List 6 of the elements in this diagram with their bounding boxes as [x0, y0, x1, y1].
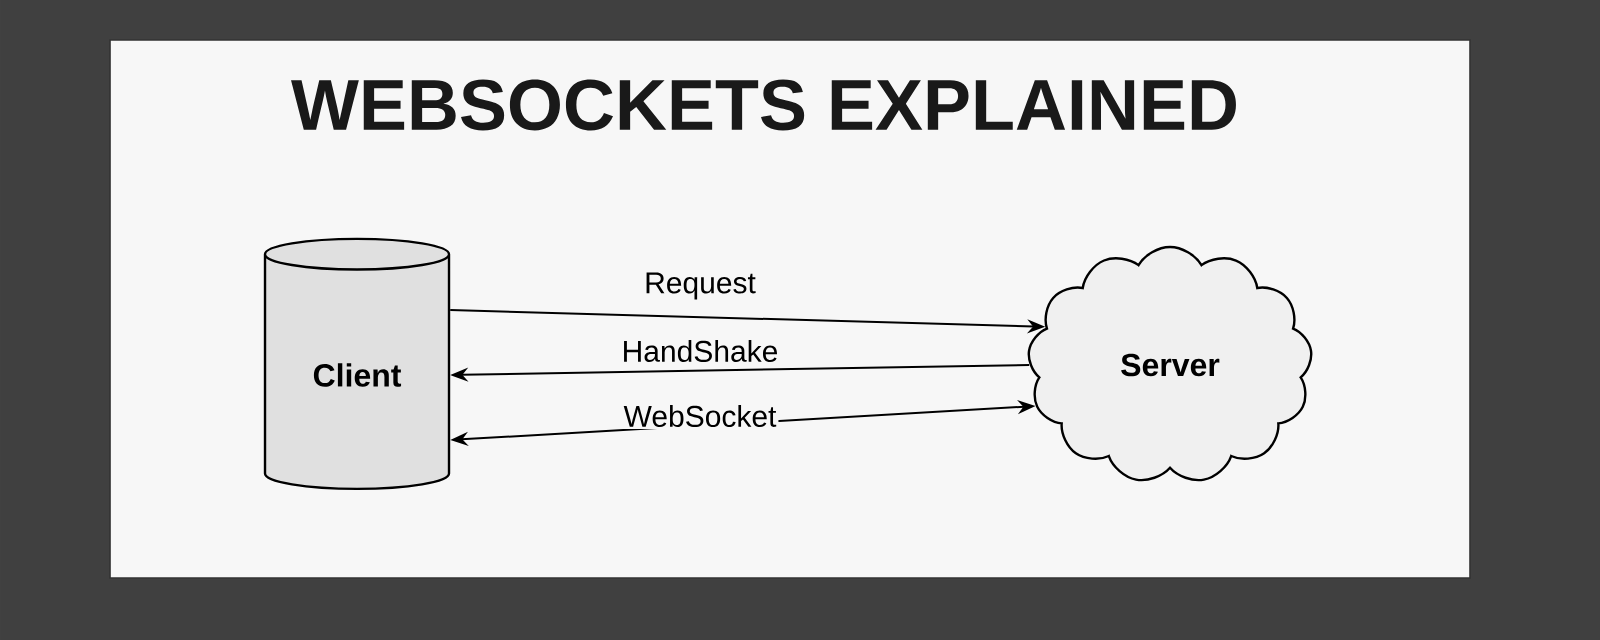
cloud-node: Server [1027, 245, 1313, 482]
cylinder-node: Client [263, 237, 451, 491]
edge-label: Request [642, 270, 758, 302]
edge-label: HandShake [619, 338, 781, 364]
title: WEBSOCKETS EXPLAINED [291, 79, 1236, 131]
edge-label: WebSocket [621, 403, 779, 429]
